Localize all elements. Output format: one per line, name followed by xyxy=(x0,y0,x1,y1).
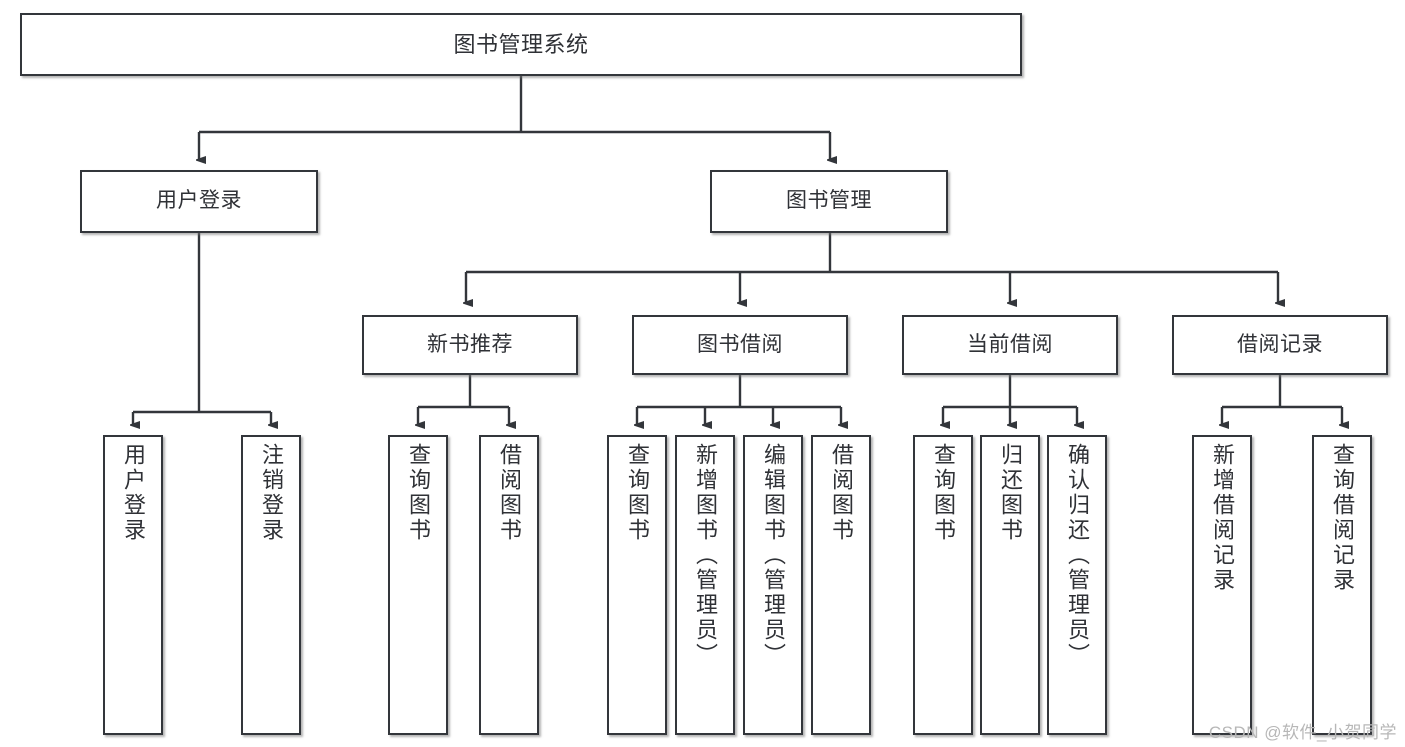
node-label: 注销登录 xyxy=(259,443,284,543)
node-label: 借阅记录 xyxy=(1237,332,1323,356)
leaf-borrow-record-query-record[interactable]: 查询借阅记录 xyxy=(1312,435,1372,735)
node-label: 用户登录 xyxy=(121,443,146,543)
node-label: 查询图书 xyxy=(625,443,650,543)
node-label: 编辑图书（管理员） xyxy=(761,443,786,668)
leaf-book-borrow-add-book-admin[interactable]: 新增图书（管理员） xyxy=(675,435,735,735)
node-label: 查询图书 xyxy=(931,443,956,543)
node-new-book-recommend[interactable]: 新书推荐 xyxy=(362,315,578,375)
leaf-book-borrow-edit-book-admin[interactable]: 编辑图书（管理员） xyxy=(743,435,803,735)
leaf-book-borrow-query-book[interactable]: 查询图书 xyxy=(607,435,667,735)
leaf-current-borrow-query-book[interactable]: 查询图书 xyxy=(913,435,973,735)
leaf-user-login-login[interactable]: 用户登录 xyxy=(103,435,163,735)
node-label: 当前借阅 xyxy=(967,332,1053,356)
node-root-system[interactable]: 图书管理系统 xyxy=(20,13,1022,76)
node-label: 查询图书 xyxy=(406,443,431,543)
leaf-new-book-borrow-book[interactable]: 借阅图书 xyxy=(479,435,539,735)
node-label: 归还图书 xyxy=(998,443,1023,543)
node-label: 用户登录 xyxy=(156,189,242,213)
node-user-login[interactable]: 用户登录 xyxy=(80,170,318,233)
node-label: 新增图书（管理员） xyxy=(693,443,718,668)
leaf-borrow-record-add-record[interactable]: 新增借阅记录 xyxy=(1192,435,1252,735)
node-current-borrow[interactable]: 当前借阅 xyxy=(902,315,1118,375)
node-book-management[interactable]: 图书管理 xyxy=(710,170,948,233)
node-label: 新增借阅记录 xyxy=(1210,443,1235,593)
node-label: 确认归还（管理员） xyxy=(1065,443,1090,668)
node-label: 图书管理 xyxy=(786,189,872,213)
leaf-current-borrow-return-book[interactable]: 归还图书 xyxy=(980,435,1040,735)
node-book-borrow[interactable]: 图书借阅 xyxy=(632,315,848,375)
node-label: 借阅图书 xyxy=(497,443,522,543)
node-label: 借阅图书 xyxy=(829,443,854,543)
node-label: 查询借阅记录 xyxy=(1330,443,1355,593)
node-label: 图书管理系统 xyxy=(453,31,589,57)
leaf-new-book-query-book[interactable]: 查询图书 xyxy=(388,435,448,735)
node-borrow-record[interactable]: 借阅记录 xyxy=(1172,315,1388,375)
csdn-watermark: CSDN @软件_小贺同学 xyxy=(1208,723,1397,742)
leaf-book-borrow-borrow-book[interactable]: 借阅图书 xyxy=(811,435,871,735)
node-label: 图书借阅 xyxy=(697,332,783,356)
leaf-user-login-logout[interactable]: 注销登录 xyxy=(241,435,301,735)
node-label: 新书推荐 xyxy=(427,332,513,356)
leaf-current-borrow-confirm-return-admin[interactable]: 确认归还（管理员） xyxy=(1047,435,1107,735)
